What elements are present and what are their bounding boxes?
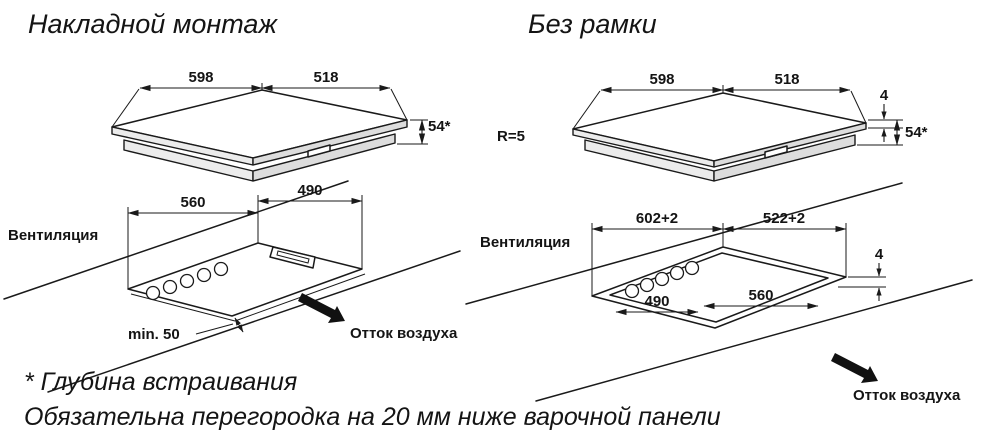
extension-line — [572, 90, 601, 130]
mounting-bracket-slot — [276, 250, 310, 264]
vent-hole — [145, 285, 161, 301]
cut-width-dim-label: 560 — [180, 194, 205, 211]
air-outflow-label: Отток воздуха — [853, 387, 961, 404]
vent-hole — [639, 277, 655, 293]
cutout-wall-edge — [130, 293, 236, 322]
frameless-cutout-view: 602+2 522+2 4 490 560 Вентиляция Отток в… — [465, 182, 973, 404]
cooktop-glass-edge-right — [713, 122, 867, 168]
surface-mount-title: Накладной монтаж — [28, 9, 278, 39]
cut-depth-dim-label: 490 — [297, 182, 322, 199]
cutout-opening — [127, 242, 363, 317]
vent-hole — [654, 271, 670, 287]
min-clearance-label: min. 50 — [128, 326, 180, 343]
cooktop-base-right — [713, 134, 856, 182]
extension-line — [390, 88, 408, 121]
step-depth-label: 4 — [875, 246, 884, 263]
mounting-depth-note: * Глубина встраивания — [24, 368, 297, 396]
airflow-arrow — [831, 353, 878, 383]
counter-front-edge — [47, 250, 461, 393]
extension-line — [111, 88, 140, 128]
inner-width-dim-label: 560 — [748, 287, 773, 304]
height-dim-label: 54* — [428, 118, 451, 135]
width-dim-label: 598 — [188, 69, 213, 86]
corner-radius-label: R=5 — [497, 128, 525, 145]
surface-mount-top-view: 598 518 54* — [111, 69, 451, 182]
vent-hole — [196, 267, 212, 283]
recess-depth-dim-label: 522+2 — [763, 210, 805, 227]
extension-line — [850, 90, 867, 124]
vent-hole — [162, 279, 178, 295]
counter-far-edge — [465, 182, 903, 305]
mounting-bracket — [269, 246, 316, 269]
rating-plate — [307, 144, 331, 158]
leader-line — [195, 323, 234, 335]
min-clearance-dimension-line — [234, 317, 244, 333]
recess-width-dim-label: 602+2 — [636, 210, 678, 227]
rating-plate — [764, 145, 788, 159]
frameless-top-view: R=5 598 518 4 54* — [497, 71, 928, 182]
depth-dim-label: 518 — [774, 71, 799, 88]
height-dim-label: 54* — [905, 124, 928, 141]
width-dim-label: 598 — [649, 71, 674, 88]
cooktop-base-right — [252, 133, 396, 182]
ventilation-label: Вентиляция — [480, 234, 570, 251]
surface-mount-cutout-view: 560 490 Вентиляция min. 50 Отток воздуха — [3, 180, 461, 393]
partition-note: Обязательна перегородка на 20 мм ниже ва… — [24, 403, 721, 431]
inner-depth-dim-label: 490 — [644, 293, 669, 310]
depth-dim-label: 518 — [313, 69, 338, 86]
vent-hole — [669, 265, 685, 281]
cooktop-glass-edge-right — [252, 119, 408, 166]
vent-hole — [213, 261, 229, 277]
frameless-title: Без рамки — [528, 9, 657, 39]
vent-hole — [624, 283, 640, 299]
vent-hole — [684, 260, 700, 276]
glass-thickness-label: 4 — [880, 87, 889, 104]
vent-hole — [179, 273, 195, 289]
airflow-arrow — [298, 293, 345, 323]
counter-front-edge — [535, 279, 973, 402]
air-outflow-label: Отток воздуха — [350, 325, 458, 342]
ventilation-label: Вентиляция — [8, 227, 98, 244]
